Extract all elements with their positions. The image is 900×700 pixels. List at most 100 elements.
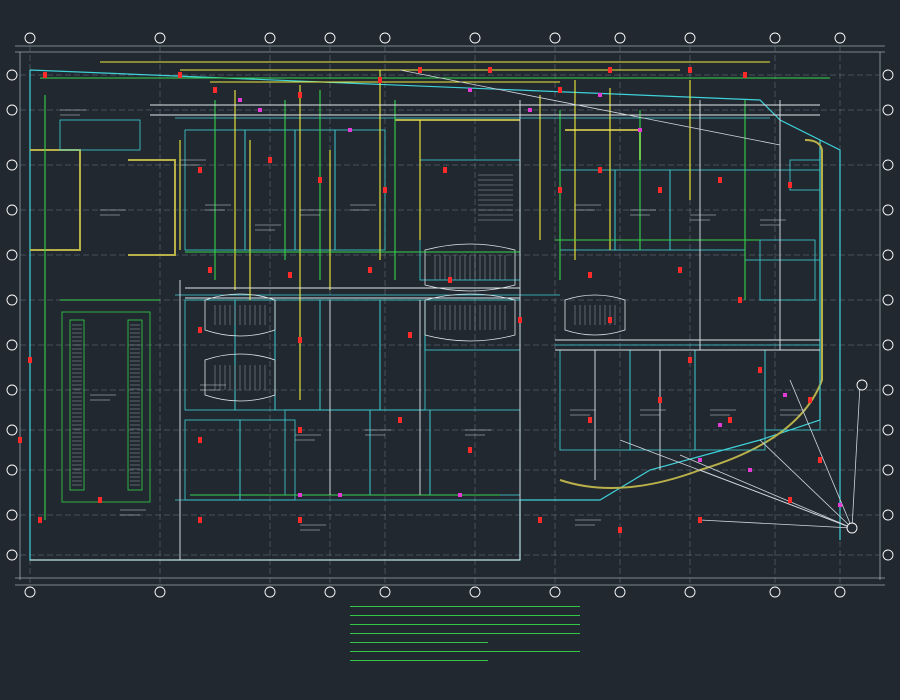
axis-bubble-left bbox=[6, 509, 18, 521]
valve-marker bbox=[178, 72, 182, 78]
duct-green bbox=[40, 77, 830, 520]
valve-marker bbox=[208, 267, 212, 273]
axis-bubble-top bbox=[549, 32, 561, 44]
axis-bubble-left bbox=[6, 384, 18, 396]
valve-marker bbox=[738, 297, 742, 303]
room-wall bbox=[759, 239, 816, 301]
axis-bubble-left bbox=[6, 159, 18, 171]
axis-bubble-left bbox=[6, 204, 18, 216]
axis-bubble-right bbox=[882, 424, 894, 436]
valve-marker bbox=[678, 267, 682, 273]
axis-bubble-right bbox=[882, 159, 894, 171]
valve-marker bbox=[788, 497, 792, 503]
axis-bubble-bottom bbox=[24, 586, 36, 598]
valve-marker bbox=[213, 87, 217, 93]
annotation-text-lines bbox=[60, 109, 806, 531]
valve-marker bbox=[298, 427, 302, 433]
general-notes bbox=[350, 606, 580, 669]
axis-bubble-bottom bbox=[684, 586, 696, 598]
room-wall bbox=[789, 159, 821, 191]
axis-bubble-right bbox=[882, 249, 894, 261]
valve-marker bbox=[718, 177, 722, 183]
valve-marker bbox=[28, 357, 32, 363]
valve-marker bbox=[238, 98, 242, 102]
valve-marker bbox=[468, 88, 472, 92]
axis-bubble-right bbox=[882, 464, 894, 476]
note-line bbox=[350, 624, 580, 631]
axis-bubble-left bbox=[6, 294, 18, 306]
valve-marker bbox=[758, 367, 762, 373]
valve-marker bbox=[808, 397, 812, 403]
axis-bubble-bottom bbox=[769, 586, 781, 598]
axis-bubble-bottom bbox=[834, 586, 846, 598]
note-line bbox=[350, 606, 580, 613]
drawing-title bbox=[340, 594, 344, 603]
valve-marker bbox=[488, 67, 492, 73]
stair-hatching bbox=[72, 174, 616, 486]
axis-bubble-right bbox=[882, 204, 894, 216]
valve-marker bbox=[318, 177, 322, 183]
valve-marker bbox=[728, 417, 732, 423]
valve-marker bbox=[518, 317, 522, 323]
valve-marker bbox=[198, 437, 202, 443]
valve-marker bbox=[288, 272, 292, 278]
valve-marker bbox=[783, 393, 787, 397]
valve-marker bbox=[383, 187, 387, 193]
valve-marker bbox=[198, 327, 202, 333]
valve-marker bbox=[258, 108, 262, 112]
valve-marker bbox=[198, 167, 202, 173]
valve-marker bbox=[38, 517, 42, 523]
duct-yellow bbox=[100, 61, 770, 400]
axis-bubble-top bbox=[264, 32, 276, 44]
note-line bbox=[350, 615, 580, 622]
axis-bubble-right bbox=[882, 104, 894, 116]
valve-marker bbox=[448, 277, 452, 283]
axis-bubble-top bbox=[324, 32, 336, 44]
axis-bubble-bottom bbox=[469, 586, 481, 598]
note-line bbox=[350, 651, 580, 658]
valve-marker bbox=[558, 187, 562, 193]
valve-marker bbox=[743, 72, 747, 78]
axis-bubble-bottom bbox=[154, 586, 166, 598]
valve-marker bbox=[528, 108, 532, 112]
valve-marker bbox=[298, 337, 302, 343]
valve-marker bbox=[698, 458, 702, 462]
valve-marker bbox=[838, 503, 842, 507]
valve-marker bbox=[43, 72, 47, 78]
valve-marker bbox=[408, 332, 412, 338]
valve-marker bbox=[458, 493, 462, 497]
valve-markers-red bbox=[18, 67, 822, 533]
valve-marker bbox=[638, 128, 642, 132]
axis-bubble-bottom bbox=[379, 586, 391, 598]
axis-bubble-left bbox=[6, 464, 18, 476]
valve-marker bbox=[558, 87, 562, 93]
pipe-white bbox=[30, 100, 820, 561]
axis-bubble-right bbox=[882, 384, 894, 396]
valve-marker bbox=[443, 167, 447, 173]
valve-marker bbox=[468, 447, 472, 453]
valve-marker bbox=[788, 182, 792, 188]
valve-marker bbox=[618, 527, 622, 533]
valve-marker bbox=[268, 157, 272, 163]
note-line bbox=[350, 642, 488, 649]
escalator-left bbox=[61, 311, 151, 503]
axis-bubble-bottom bbox=[549, 586, 561, 598]
axis-bubble-right bbox=[882, 339, 894, 351]
valve-marker bbox=[368, 267, 372, 273]
axis-bubble-right bbox=[882, 549, 894, 561]
axis-bubble-top bbox=[684, 32, 696, 44]
valve-marker bbox=[418, 67, 422, 73]
valve-marker bbox=[18, 437, 22, 443]
valve-marker bbox=[688, 357, 692, 363]
valve-marker bbox=[338, 493, 342, 497]
axis-bubble-top bbox=[24, 32, 36, 44]
axis-bubble-bottom bbox=[324, 586, 336, 598]
valve-marker bbox=[658, 397, 662, 403]
valve-marker bbox=[598, 93, 602, 97]
valve-marker bbox=[398, 417, 402, 423]
valve-marker bbox=[598, 167, 602, 173]
valve-marker bbox=[98, 497, 102, 503]
axis-bubble-right bbox=[882, 69, 894, 81]
